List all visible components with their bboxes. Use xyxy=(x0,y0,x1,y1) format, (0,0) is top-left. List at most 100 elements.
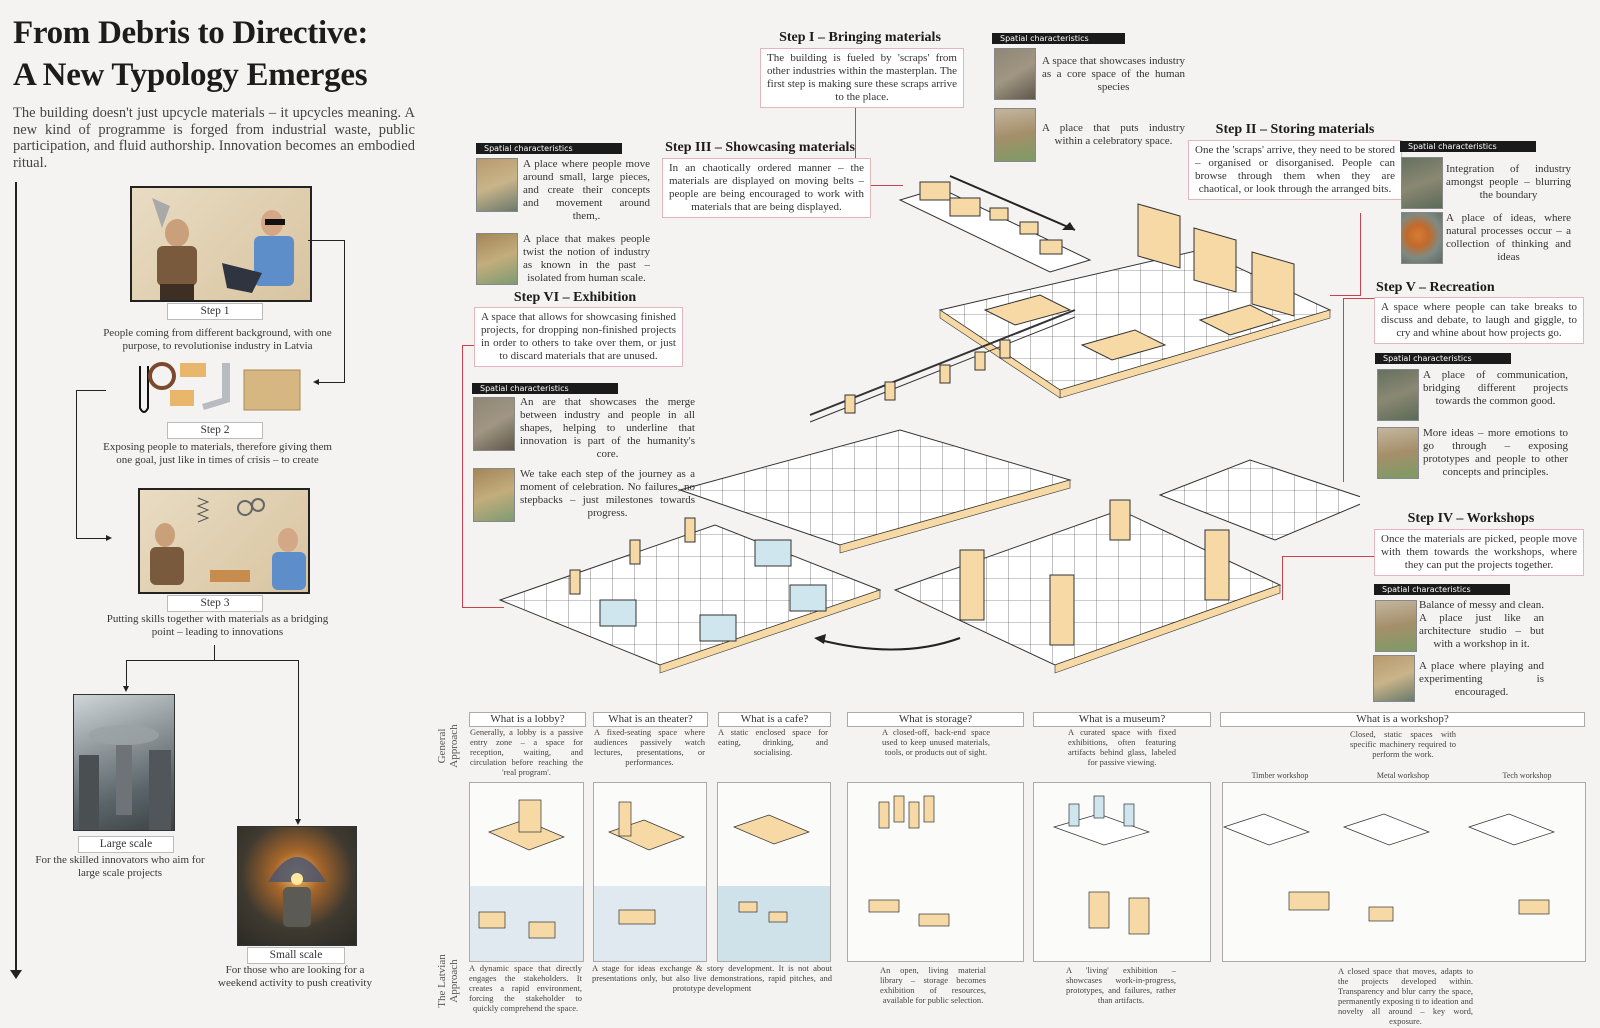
step5-spatial-text-2: More ideas – more emotions to go through… xyxy=(1423,427,1568,478)
display-case xyxy=(699,614,737,642)
flow-arrow-line xyxy=(949,175,1076,231)
collaboration-illustration xyxy=(150,497,306,590)
step1-label: Step 1 xyxy=(167,303,263,320)
title-line-2: A New Typology Emerges xyxy=(13,57,368,93)
step4-spatial-text-1: Balance of messy and clean. A place just… xyxy=(1419,599,1544,650)
large-scale-photo xyxy=(73,694,175,831)
shelf-unit xyxy=(1137,203,1181,269)
step3-spatial-header: Spatial characteristics xyxy=(476,143,622,154)
step4-description: Once the materials are picked, people mo… xyxy=(1374,529,1584,576)
callout-line xyxy=(1282,556,1283,600)
storage-diagram-panel xyxy=(847,782,1024,962)
lobby-wall xyxy=(518,799,542,833)
sandbox-tray xyxy=(1198,304,1282,336)
connector-line xyxy=(126,660,299,661)
step4-title: Step IV – Workshops xyxy=(1407,511,1535,526)
callout-line xyxy=(1282,556,1374,557)
partition-wall xyxy=(1204,529,1230,601)
page-title: From Debris to Directive: A New Typology… xyxy=(13,12,368,96)
step6-title: Step VI – Exhibition xyxy=(513,290,637,305)
step3-spatial-image-1 xyxy=(476,158,518,212)
small-scale-photo xyxy=(237,826,357,946)
step2-spatial-text-2: A place of ideas, where natural processe… xyxy=(1446,212,1571,263)
connector-line xyxy=(76,538,106,539)
sandbox-tray xyxy=(983,294,1072,326)
callout-line xyxy=(1343,298,1374,299)
isometric-building-diagram xyxy=(498,175,1360,674)
gear-icon xyxy=(148,362,176,390)
lobby-sketch xyxy=(488,819,565,851)
step2-title: Step II – Storing materials xyxy=(1215,122,1375,137)
timeline-arrow-line xyxy=(15,182,17,972)
intro-paragraph: The building doesn't just upcycle materi… xyxy=(13,105,415,171)
connector-line xyxy=(298,660,299,820)
sandbox-tray xyxy=(1080,329,1167,361)
arrow-right-icon xyxy=(106,535,112,541)
theater-diagram-panel xyxy=(593,782,707,962)
gear-icon xyxy=(237,500,253,516)
workshop-type-metal: Metal workshop xyxy=(1376,771,1430,780)
question-museum: What is a museum? xyxy=(1033,712,1211,727)
workshop-latvian-text: A closed space that moves, adapts to the… xyxy=(1338,966,1473,1026)
display-case xyxy=(789,584,827,612)
workshop-platform xyxy=(893,499,1282,674)
step6-description: A space that allows for showcasing finis… xyxy=(474,307,683,367)
storage-platform xyxy=(938,203,1332,399)
large-scale-caption: For the skilled innovators who aim for l… xyxy=(35,854,205,879)
general-approach-label: General Approach xyxy=(436,724,460,768)
step1-spatial-text-2: A place that puts industry within a cele… xyxy=(1042,122,1185,147)
step5-spatial-image-2 xyxy=(1377,427,1419,479)
wood-block-icon xyxy=(180,363,206,377)
connector-line xyxy=(344,240,345,382)
small-scale-caption: For those who are looking for a weekend … xyxy=(218,964,372,989)
step2-description: One the 'scraps' arrive, they need to be… xyxy=(1188,140,1402,200)
theater-stage xyxy=(618,801,632,837)
step2-spatial-header: Spatial characteristics xyxy=(1400,141,1536,152)
cable-icon xyxy=(139,366,149,413)
connector-line xyxy=(318,382,345,383)
metal-bracket-icon xyxy=(202,363,230,410)
step6-spatial-image-2 xyxy=(473,468,515,522)
partition-wall xyxy=(1049,574,1075,646)
step5-spatial-header: Spatial characteristics xyxy=(1375,353,1511,364)
return-arrow-line xyxy=(819,637,961,651)
step2-spatial-text-1: Integration of industry amongst people –… xyxy=(1446,163,1571,201)
callout-line xyxy=(462,607,504,608)
storage-latvian-text: An open, living material library – stora… xyxy=(880,965,986,1005)
callout-line xyxy=(1360,213,1361,295)
connector-line xyxy=(76,390,77,538)
step1-title: Step I – Bringing materials xyxy=(779,30,941,45)
arrow-down-icon xyxy=(123,686,129,692)
cafe-diagram-panel xyxy=(717,782,831,962)
theater-latvian-text: A stage for ideas exchange & story devel… xyxy=(592,963,832,993)
arrow-left-icon xyxy=(313,379,319,385)
return-arrow-head-icon xyxy=(814,634,826,644)
storage-general-text: A closed-off, back-end space used to kee… xyxy=(882,727,990,757)
step1-spatial-image-1 xyxy=(994,48,1036,100)
step3-spatial-text-1: A place where people move around small, … xyxy=(523,158,650,222)
upcycled-lamp-image xyxy=(268,857,326,927)
craftsman-and-designer-illustration xyxy=(152,198,294,300)
step3-description: In an chaotically ordered manner – the m… xyxy=(662,158,871,218)
workshop-type-timber: Timber workshop xyxy=(1251,771,1309,780)
conveyor-belt xyxy=(898,175,1092,273)
question-cafe: What is a cafe? xyxy=(718,712,831,727)
gear-icon xyxy=(251,498,265,512)
step1-illustration xyxy=(130,186,312,302)
lobby-general-text: Generally, a lobby is a passive entry zo… xyxy=(470,727,583,777)
callout-line xyxy=(462,345,463,607)
step3-spatial-text-2: A place that makes people twist the noti… xyxy=(523,233,650,284)
step1-description: The building is fueled by 'scraps' from … xyxy=(760,48,964,108)
callout-line xyxy=(1330,295,1361,296)
step6-spatial-image-1 xyxy=(473,397,515,451)
step5-spatial-text-1: A place of communication, bridging diffe… xyxy=(1423,369,1568,407)
step2-spatial-image-1 xyxy=(1401,157,1443,209)
latvian-ground-sketches xyxy=(478,891,1550,939)
callout-line xyxy=(462,345,474,346)
step5-title: Step V – Recreation xyxy=(1376,280,1495,295)
step6-spatial-text-2: We take each step of the journey as a mo… xyxy=(520,468,695,519)
step4-spatial-text-2: A place where playing and experimenting … xyxy=(1419,660,1544,698)
step1-caption: People coming from different background,… xyxy=(103,327,332,352)
theater-general-text: A fixed-seating space where audiences pa… xyxy=(594,727,705,767)
step2-caption: Exposing people to materials, therefore … xyxy=(103,441,332,466)
